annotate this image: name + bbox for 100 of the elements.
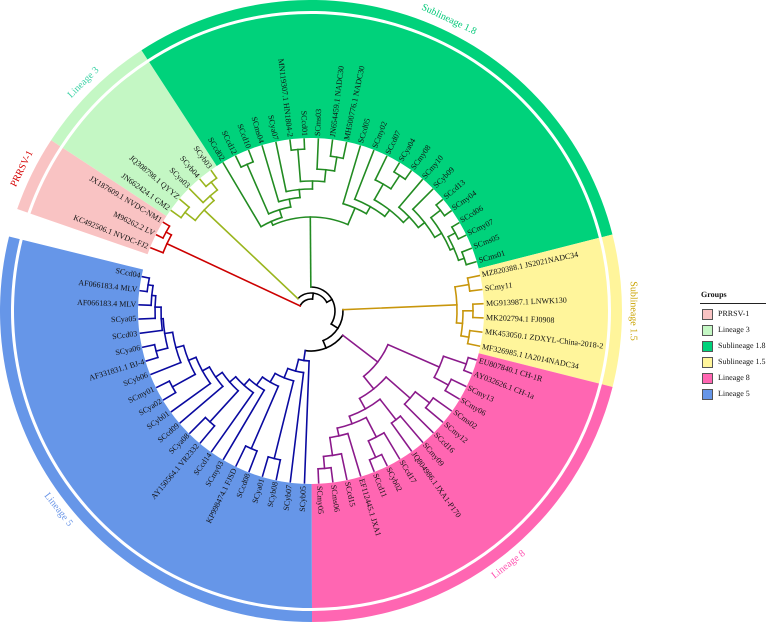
junction-arc bbox=[208, 366, 224, 388]
junction-arc bbox=[317, 466, 332, 470]
junction-arc bbox=[404, 391, 416, 405]
branch-line bbox=[166, 242, 301, 307]
junction-arc bbox=[368, 454, 382, 461]
junction-arc bbox=[290, 148, 306, 152]
branch-line bbox=[146, 356, 159, 362]
branch-line bbox=[412, 188, 434, 210]
branch-line bbox=[472, 302, 484, 305]
branch-line bbox=[210, 181, 218, 191]
junction-arc bbox=[267, 456, 282, 461]
branch-line bbox=[138, 304, 152, 306]
branch-line bbox=[414, 391, 430, 404]
branch-line bbox=[432, 397, 452, 412]
junction-arc bbox=[354, 198, 386, 218]
junction-arc bbox=[154, 295, 157, 320]
branch-line bbox=[368, 440, 376, 458]
junction-arc bbox=[180, 206, 190, 218]
branch-line bbox=[234, 156, 242, 168]
taxon-label: AF066183.4 MLV bbox=[78, 279, 138, 294]
branch-line bbox=[449, 247, 455, 251]
junction-arc bbox=[195, 356, 212, 384]
branch-line bbox=[424, 406, 444, 423]
branch-line bbox=[368, 459, 375, 472]
branch-line bbox=[330, 323, 339, 330]
legend-label: PRRSV-1 bbox=[718, 310, 750, 318]
branch-line bbox=[374, 156, 388, 181]
junction-arc bbox=[221, 372, 240, 392]
junction-arc bbox=[248, 378, 266, 392]
branch-line bbox=[290, 372, 304, 483]
junction-arc bbox=[162, 225, 170, 239]
branch-line bbox=[172, 374, 196, 388]
branch-line bbox=[188, 188, 204, 204]
branch-line bbox=[283, 368, 289, 379]
junction-arc bbox=[454, 286, 458, 324]
junction-arc bbox=[172, 332, 182, 364]
branch-line bbox=[142, 276, 150, 279]
junction-arc bbox=[393, 171, 406, 180]
junction-arc bbox=[287, 368, 304, 374]
junction-arc bbox=[322, 453, 342, 458]
branch-line bbox=[303, 138, 306, 150]
branch-line bbox=[447, 232, 456, 238]
branch-line bbox=[310, 216, 312, 288]
branch-line bbox=[261, 145, 280, 202]
branch-line bbox=[322, 340, 327, 349]
taxon-label: AF066183.4 MLV bbox=[77, 298, 137, 309]
junction-arc bbox=[298, 358, 310, 362]
branch-line bbox=[269, 372, 276, 383]
branch-line bbox=[278, 208, 283, 218]
junction-arc bbox=[451, 226, 460, 240]
branch-line bbox=[398, 178, 423, 208]
junction-arc bbox=[444, 378, 452, 392]
branch-line bbox=[210, 392, 254, 452]
junction-arc bbox=[330, 155, 344, 160]
branch-line bbox=[199, 178, 207, 188]
branch-line bbox=[358, 398, 366, 410]
taxon-label: SCyb05 bbox=[299, 486, 308, 512]
branch-line bbox=[156, 380, 170, 388]
branch-line bbox=[402, 216, 410, 224]
branch-line bbox=[383, 432, 400, 460]
branch-line bbox=[273, 380, 294, 460]
taxon-label: MG913987.1 LNWK130 bbox=[486, 296, 567, 308]
branch-line bbox=[458, 234, 466, 240]
branch-line bbox=[170, 382, 212, 412]
legend-label: Sublineage 1.8 bbox=[718, 342, 766, 350]
taxon-label: SCcd01 bbox=[299, 110, 308, 136]
branch-line bbox=[139, 290, 148, 292]
branch-line bbox=[209, 195, 215, 202]
taxon-label: SCcd10 bbox=[235, 122, 252, 150]
taxon-label: SCms04 bbox=[250, 116, 266, 144]
junction-arc bbox=[297, 292, 328, 304]
taxon-label: MK202794.1 FJ0908 bbox=[486, 314, 554, 325]
branch-line bbox=[170, 210, 182, 218]
branch-line bbox=[289, 139, 292, 152]
branch-line bbox=[184, 212, 196, 222]
taxon-label: SCyb08 bbox=[266, 482, 280, 508]
branch-line bbox=[209, 390, 240, 423]
clade-label: Sublineage 1.5 bbox=[628, 280, 638, 340]
branch-line bbox=[340, 453, 348, 480]
branch-line bbox=[317, 468, 320, 484]
branch-line bbox=[435, 199, 444, 206]
branch-line bbox=[354, 150, 374, 200]
branch-line bbox=[390, 174, 400, 190]
branch-line bbox=[329, 436, 334, 456]
branch-line bbox=[472, 316, 484, 319]
branch-line bbox=[393, 162, 400, 173]
branch-line bbox=[433, 376, 450, 386]
branch-line bbox=[451, 222, 460, 228]
branch-line bbox=[256, 376, 264, 386]
junction-arc bbox=[234, 376, 254, 394]
branch-line bbox=[347, 207, 356, 226]
branch-line bbox=[214, 372, 224, 378]
branch-line bbox=[150, 362, 182, 376]
junction-arc bbox=[204, 416, 216, 427]
branch-line bbox=[347, 432, 362, 476]
legend-label: Lineage 8 bbox=[718, 374, 750, 382]
taxon-label: SCmy11 bbox=[484, 282, 513, 294]
junction-arc bbox=[424, 397, 434, 409]
branch-line bbox=[160, 318, 164, 320]
branch-line bbox=[140, 330, 164, 334]
